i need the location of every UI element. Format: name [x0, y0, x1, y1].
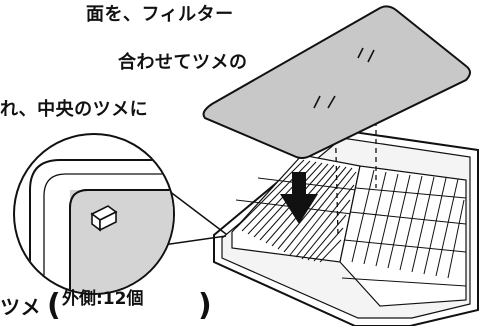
paren-close: )	[198, 288, 212, 323]
instruction-line-3: れ、中央のツメに	[0, 99, 149, 120]
tab-label: ツメ	[0, 295, 41, 319]
filter-cover	[202, 5, 471, 159]
right-grille	[339, 165, 467, 307]
tab-clip-icon	[90, 205, 118, 232]
down-arrow-icon	[280, 172, 318, 224]
instruction-line-2: 合わせてツメの	[118, 52, 248, 73]
instruction-line-1: 面を、フィルター	[86, 4, 234, 25]
zoom-callout	[13, 133, 175, 295]
paren-open: (	[47, 288, 61, 323]
tab-count-note: 外側:12個	[62, 289, 144, 309]
